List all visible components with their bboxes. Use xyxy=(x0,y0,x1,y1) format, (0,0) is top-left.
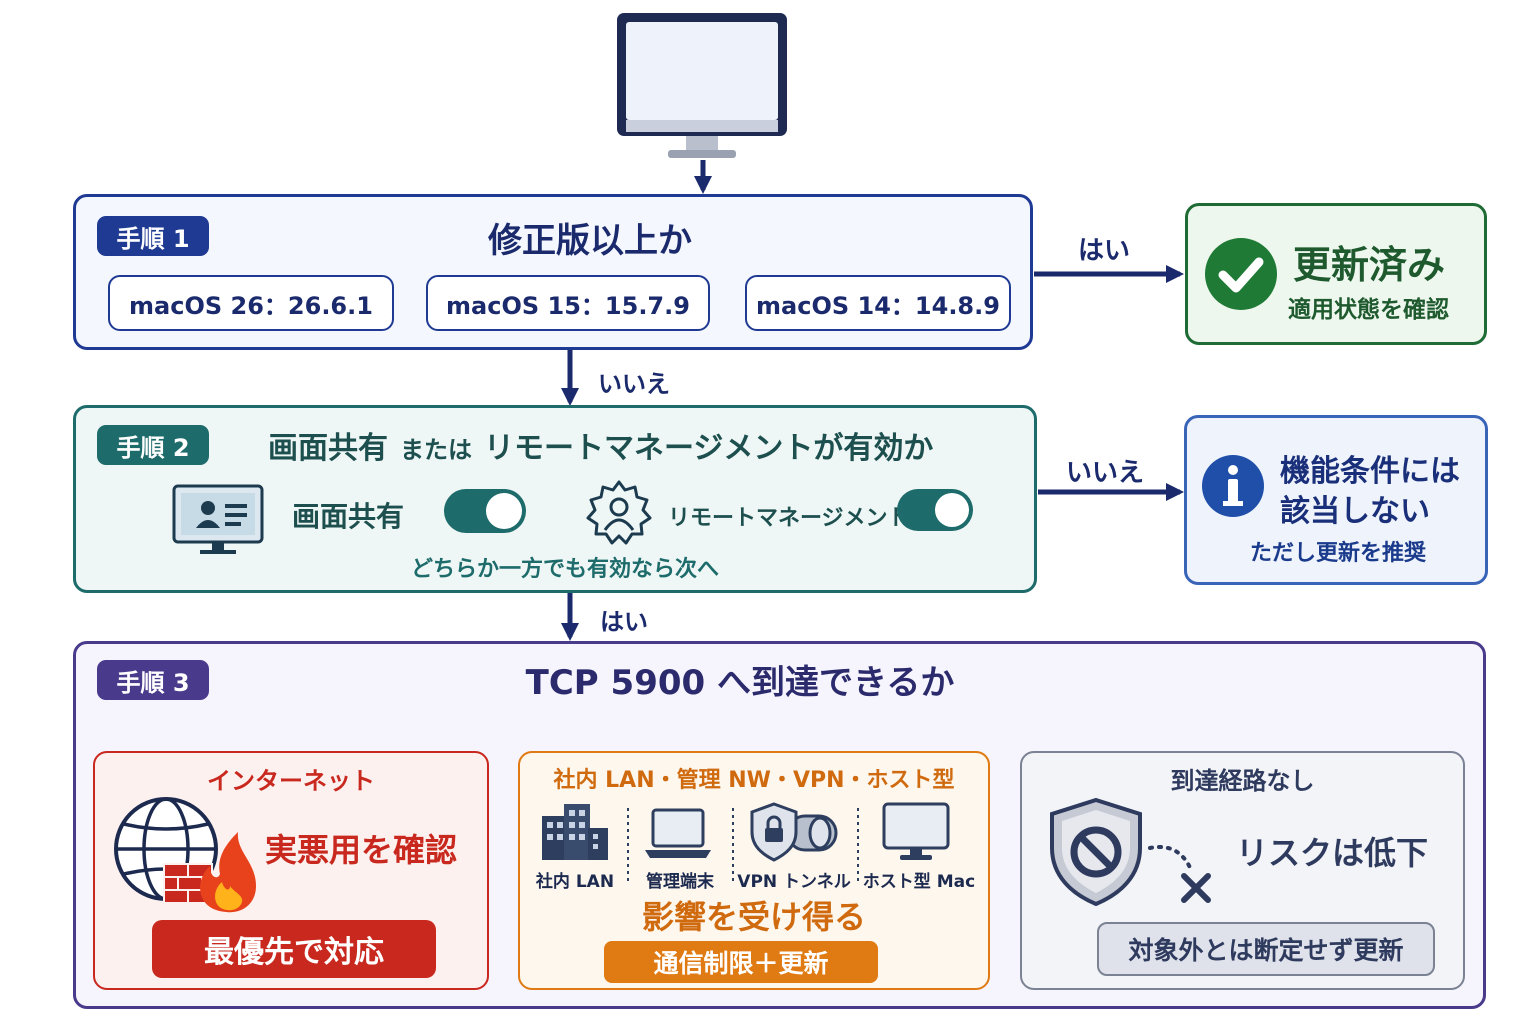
computer-monitor-icon xyxy=(612,10,792,165)
not-applicable-line2: 該当しない xyxy=(1280,494,1430,529)
updated-sub: 適用状態を確認 xyxy=(1288,297,1449,323)
screen-share-icon xyxy=(170,482,266,558)
info-icon xyxy=(1200,453,1266,519)
version-macos26: macOS 26：26.6.1 xyxy=(108,275,394,331)
lan-item-label: ホスト型 Mac xyxy=(862,871,976,892)
globe-firewall-icon xyxy=(108,794,264,916)
lan-item-label: 管理端末 xyxy=(646,871,714,892)
lan-text: 影響を受け得る xyxy=(641,898,866,936)
vpn-shield-tunnel-icon xyxy=(748,800,844,862)
building-icon xyxy=(536,802,612,862)
step1-title: 修正版以上か xyxy=(488,220,692,261)
screen-share-label: 画面共有 xyxy=(292,500,405,533)
noroute-action-badge: 対象外とは断定せず更新 xyxy=(1097,922,1435,976)
check-circle-icon xyxy=(1203,236,1279,312)
laptop-icon xyxy=(643,806,713,860)
remote-management-gear-icon xyxy=(584,478,654,548)
internet-text: 実悪用を確認 xyxy=(265,831,458,869)
step3-title: TCP 5900 へ到達できるか xyxy=(525,662,955,703)
step1-yes-label: はい xyxy=(1078,236,1131,266)
lan-item-label: 社内 LAN xyxy=(535,871,615,892)
step3-tag: 手順 3 xyxy=(97,660,209,700)
step2-title-mid: または xyxy=(400,436,472,464)
step1-tag: 手順 1 xyxy=(97,216,209,256)
lan-dividers xyxy=(518,800,990,890)
blocked-shield-icon xyxy=(1046,796,1146,908)
screen-share-toggle[interactable] xyxy=(443,488,527,534)
desktop-mac-icon xyxy=(880,802,952,862)
version-macos14: macOS 14：14.8.9 xyxy=(745,275,1011,331)
step2-title-b: リモートマネージメントが有効か xyxy=(484,431,934,466)
step2-panel xyxy=(73,405,1037,593)
step1-no-label: いいえ xyxy=(598,370,670,398)
internet-action-badge: 最優先で対応 xyxy=(152,920,436,978)
step2-tag: 手順 2 xyxy=(97,425,209,465)
lan-item-label: VPN トンネル xyxy=(737,871,851,892)
internet-title: インターネット xyxy=(207,766,375,795)
lan-title: 社内 LAN・管理 NW・VPN・ホスト型 xyxy=(553,768,955,793)
blocked-path-icon xyxy=(1146,836,1220,906)
step2-no-label: いいえ xyxy=(1066,458,1145,488)
version-macos15: macOS 15：15.7.9 xyxy=(426,275,710,331)
step2-title: 画面共有 または リモートマネージメントが有効か xyxy=(268,423,988,469)
noroute-title: 到達経路なし xyxy=(1170,766,1315,795)
not-applicable-line1: 機能条件には xyxy=(1280,454,1460,489)
remote-management-label: リモートマネージメント xyxy=(668,506,910,531)
step2-yes-label: はい xyxy=(600,608,648,636)
not-applicable-sub: ただし更新を推奨 xyxy=(1249,541,1426,566)
step2-note: どちらか一方でも有効なら次へ xyxy=(410,557,719,582)
updated-title: 更新済み xyxy=(1293,243,1446,287)
lan-action-badge: 通信制限＋更新 xyxy=(604,941,878,983)
noroute-text: リスクは低下 xyxy=(1236,834,1429,872)
step2-title-a: 画面共有 xyxy=(268,431,388,466)
remote-management-toggle[interactable] xyxy=(896,488,974,532)
